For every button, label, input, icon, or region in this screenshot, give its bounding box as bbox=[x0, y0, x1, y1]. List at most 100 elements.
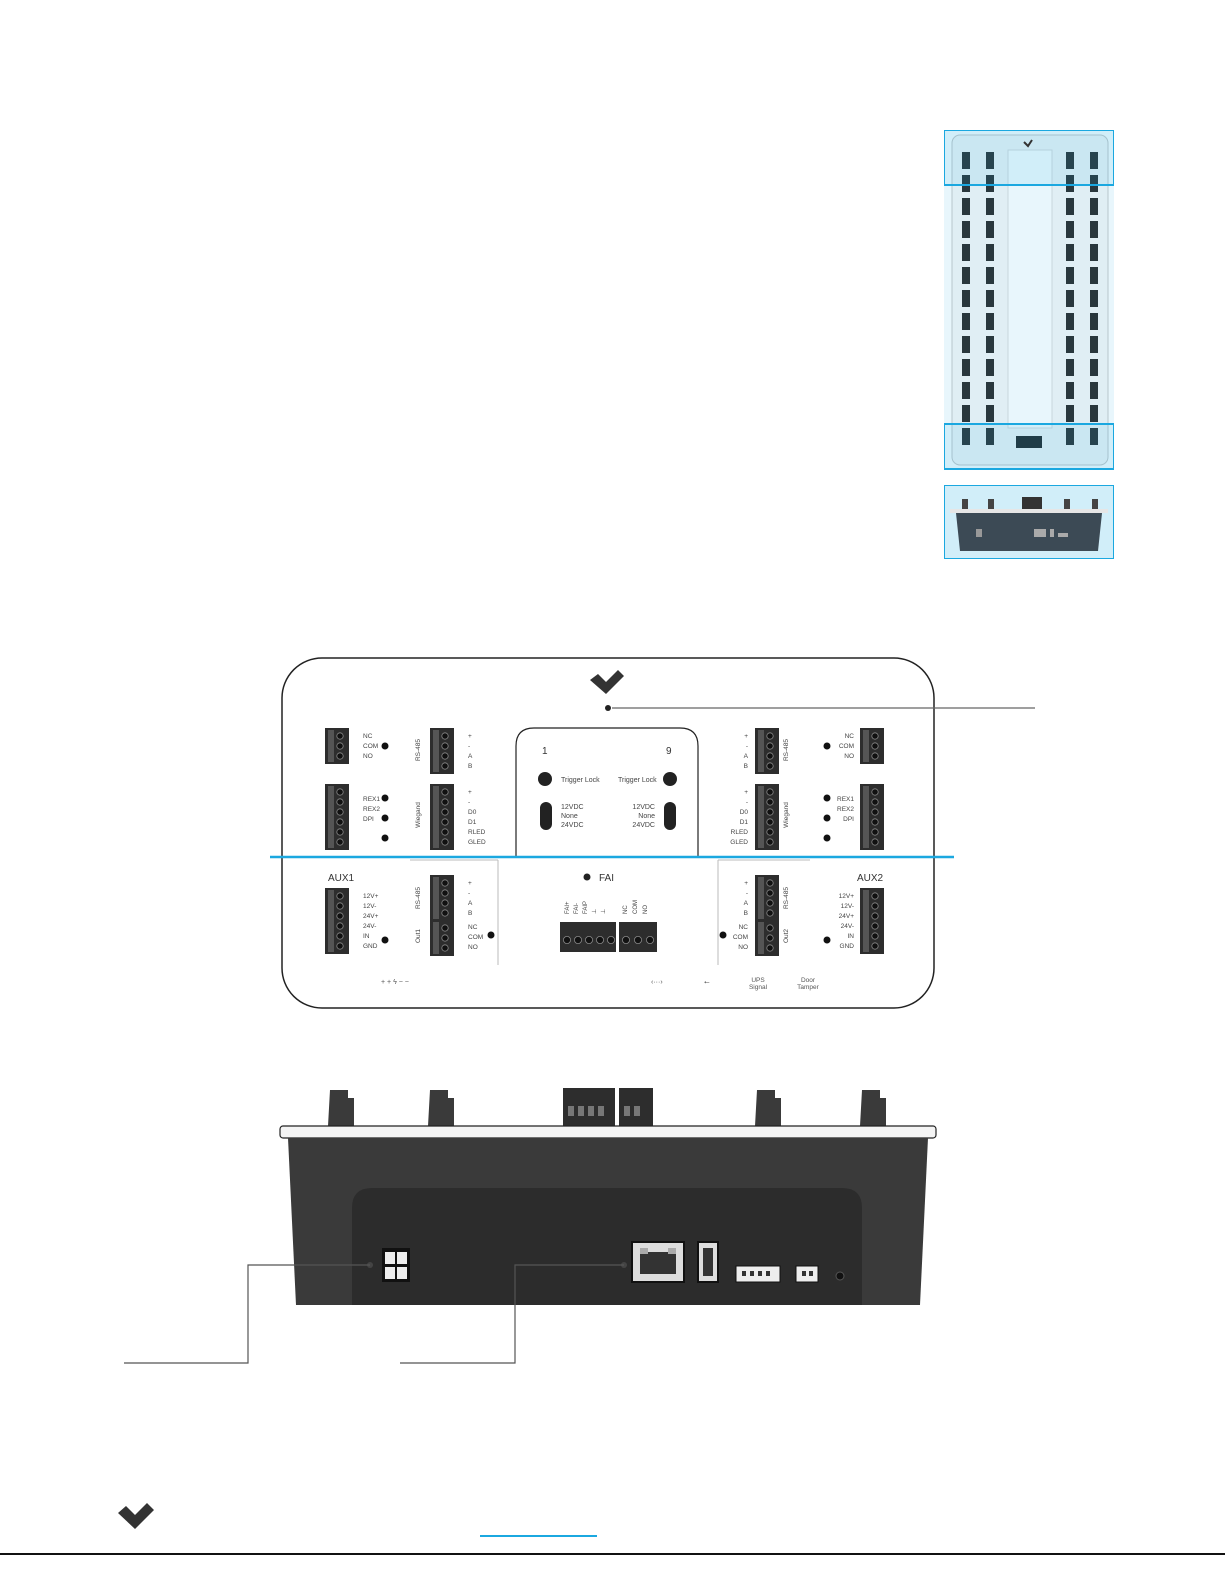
rs485-bottom-left-pin-0: + bbox=[468, 880, 472, 887]
terminal-wiegand-left[interactable] bbox=[430, 784, 454, 850]
door-tamper-line2: Tamper bbox=[797, 984, 820, 991]
trigger-lock-button-right[interactable] bbox=[663, 772, 677, 786]
aux1-pin-1: 12V- bbox=[363, 903, 376, 910]
fai-relay-pin-0: NC bbox=[623, 905, 629, 914]
thumbnail-terminal bbox=[1066, 267, 1074, 284]
rex-right-pin-2: DPI bbox=[843, 816, 854, 823]
rs485-bottom-right-pin-3: B bbox=[744, 910, 748, 917]
rex1-left-dot bbox=[381, 794, 389, 802]
voltage-jumper-right[interactable] bbox=[664, 802, 676, 830]
terminal-relay-top-left[interactable] bbox=[325, 728, 349, 764]
thumbnail-logo-icon bbox=[1023, 139, 1033, 148]
thumbnail-terminal bbox=[1090, 198, 1098, 215]
thumbnail-terminal bbox=[1066, 382, 1074, 399]
trigger-lock-button-left[interactable] bbox=[538, 772, 552, 786]
thumbnail-top-svg bbox=[943, 129, 1115, 470]
thumbnail-terminal bbox=[1090, 405, 1098, 422]
dpi-left-dot bbox=[381, 834, 389, 842]
terminal-rs485-top-left[interactable] bbox=[430, 728, 454, 774]
rs485-bottom-left-pin-3: B bbox=[468, 910, 472, 917]
thumbnail-terminal bbox=[1090, 175, 1098, 192]
thumbnail-terminal bbox=[1066, 152, 1074, 169]
wiegand-left-pin-0: + bbox=[468, 789, 472, 796]
thumbnail-terminal bbox=[986, 359, 994, 376]
thumbnail-terminal bbox=[986, 221, 994, 238]
fai-relay-pin-1: COM bbox=[633, 900, 639, 914]
thumbnail-terminal bbox=[1090, 313, 1098, 330]
ups-signal-line2: Signal bbox=[749, 984, 768, 991]
wiegand-label-left: Wiegand bbox=[415, 802, 422, 828]
aux1-pin-3: 24V- bbox=[363, 923, 376, 930]
footer-link-underline[interactable] bbox=[480, 1535, 597, 1537]
callout-ethernet-line bbox=[400, 1264, 624, 1364]
thumbnail-terminal bbox=[962, 382, 970, 399]
thumbnail-terminal bbox=[1066, 221, 1074, 238]
highlight-bottom-region bbox=[943, 423, 1115, 470]
usb-symbol: ⭠ bbox=[704, 979, 710, 986]
thumbnail-terminal bbox=[986, 405, 994, 422]
terminal-fai[interactable] bbox=[560, 922, 657, 952]
rs485-label-top-left: RS-485 bbox=[415, 739, 422, 761]
out1-pin-0: NC bbox=[468, 924, 478, 931]
aux1-in-dot bbox=[381, 936, 389, 944]
rs485-bottom-right-pin-2: A bbox=[744, 900, 749, 907]
rex-right-pin-1: REX2 bbox=[837, 806, 854, 813]
thumbnail-terminal bbox=[1090, 382, 1098, 399]
aux2-title: AUX2 bbox=[857, 873, 884, 884]
terminal-rs485-bottom-left[interactable] bbox=[430, 875, 454, 921]
terminal-aux1[interactable] bbox=[325, 888, 349, 954]
aux2-pin-3: 24V- bbox=[841, 923, 854, 930]
terminal-aux2[interactable] bbox=[860, 888, 884, 954]
terminal-rex-right[interactable] bbox=[860, 784, 884, 850]
rex-left-pin-1: REX2 bbox=[363, 806, 380, 813]
terminal-rex-left[interactable] bbox=[325, 784, 349, 850]
aux2-in-dot bbox=[823, 936, 831, 944]
relay-top-right-com-dot bbox=[823, 742, 831, 750]
fai-pin-2: FAIP bbox=[583, 901, 589, 914]
out1-label: Out1 bbox=[415, 929, 422, 943]
rs485-bottom-right-pin-0: + bbox=[744, 880, 748, 887]
thumbnail-terminal bbox=[962, 290, 970, 307]
rs485-top-left-pin-2: A bbox=[468, 753, 473, 760]
footer-logo-icon bbox=[116, 1503, 156, 1533]
rs485-top-right-pin-2: A bbox=[744, 753, 749, 760]
aux1-pin-4: IN bbox=[363, 933, 370, 940]
voltage-jumper-left[interactable] bbox=[540, 802, 552, 830]
fai-led-icon bbox=[583, 873, 591, 881]
terminal-wiegand-right[interactable] bbox=[755, 784, 779, 850]
rs485-label-bottom-left: RS-485 bbox=[415, 887, 422, 909]
thumbnail-terminal bbox=[1066, 336, 1074, 353]
terminal-out1[interactable] bbox=[430, 920, 454, 956]
wiegand-left-pin-1: - bbox=[468, 799, 470, 806]
wiegand-right-pin-0: + bbox=[744, 789, 748, 796]
relay-top-left-pin-0: NC bbox=[363, 733, 373, 740]
aux1-pin-5: GND bbox=[363, 943, 378, 950]
door-tamper-header[interactable] bbox=[795, 1265, 819, 1283]
trigger-lock-label-left: Trigger Lock bbox=[561, 777, 600, 784]
terminal-relay-top-right[interactable] bbox=[860, 728, 884, 764]
wiegand-right-pin-4: RLED bbox=[731, 829, 749, 836]
voltage-left-3: 24VDC bbox=[561, 822, 584, 829]
terminal-rs485-bottom-right[interactable] bbox=[755, 875, 779, 921]
door-tamper-line1: Door bbox=[801, 977, 816, 984]
terminal-rs485-top-right[interactable] bbox=[755, 728, 779, 774]
thumbnail-terminal bbox=[1090, 428, 1098, 445]
tamper-led-icon bbox=[605, 705, 611, 711]
aux2-pin-4: IN bbox=[848, 933, 855, 940]
voltage-left-2: None bbox=[561, 813, 578, 820]
thumbnail-terminal bbox=[962, 313, 970, 330]
terminal-out2[interactable] bbox=[755, 920, 779, 956]
thumbnail-terminal bbox=[962, 428, 970, 445]
thumbnail-terminal bbox=[1066, 313, 1074, 330]
wiegand-right-pin-5: GLED bbox=[730, 839, 748, 846]
thumbnail-terminal bbox=[986, 198, 994, 215]
lock-panel bbox=[515, 727, 699, 858]
voltage-right-3: 24VDC bbox=[632, 822, 655, 829]
thumbnail-side-fai bbox=[1022, 497, 1042, 511]
thumbnail-terminal bbox=[1066, 290, 1074, 307]
rs485-top-right-pin-0: + bbox=[744, 733, 748, 740]
thumbnail-terminal bbox=[986, 428, 994, 445]
rs485-label-bottom-right: RS-485 bbox=[783, 887, 790, 909]
board-logo-icon bbox=[590, 670, 624, 694]
